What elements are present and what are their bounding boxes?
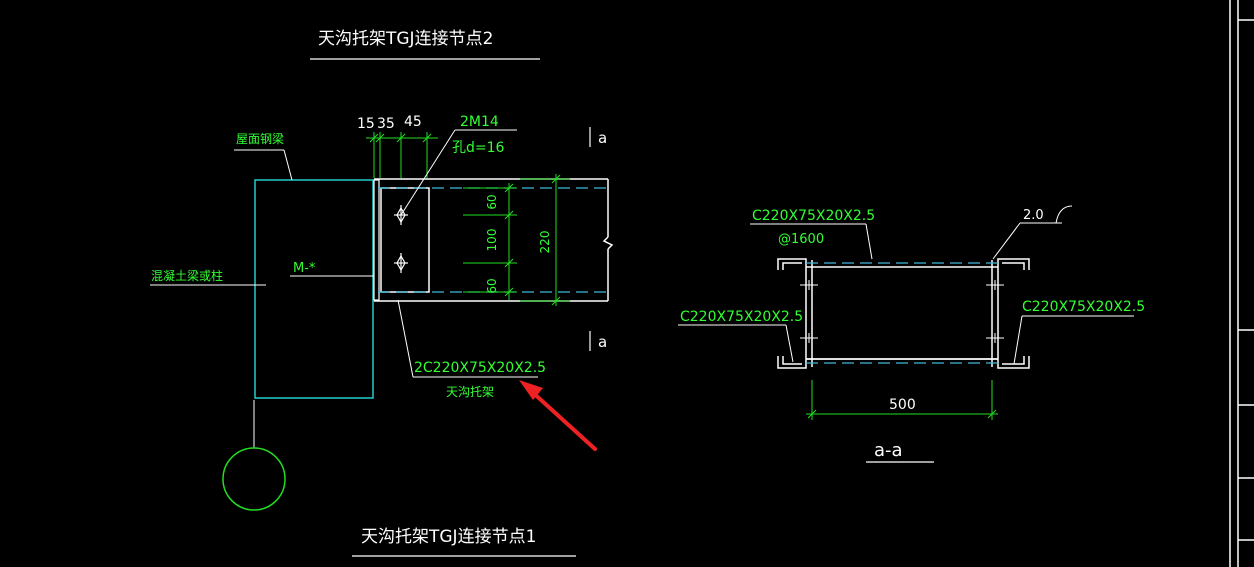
thickness-leader [992,205,1073,260]
column-label: 混凝土梁或柱 [151,268,223,283]
thickness-label: 2.0 [1023,208,1044,223]
dim-right-3: 60 [485,278,499,293]
dim-right-1: 60 [485,194,499,209]
bottom-title-group: 天沟托架TGJ连接节点1 [352,527,576,557]
dim-total: 220 [538,231,552,254]
bolt-symbols [394,205,408,273]
section-channels [777,258,1030,369]
bottom-title: 天沟托架TGJ连接节点1 [361,527,536,547]
dim-top-1: 15 [357,116,375,132]
section-left-leader [678,324,794,363]
top-title: 天沟托架TGJ连接节点2 [318,29,493,49]
section-top-leader [750,223,873,260]
bolt-label: 2M14 [460,114,499,130]
roof-beam-label: 屋面钢梁 [236,131,284,146]
dimension-lines-horizontal [366,132,438,178]
member-leader [397,299,538,378]
plate-label: M-* [293,261,316,276]
top-title-group: 天沟托架TGJ连接节点2 [310,29,540,60]
section-width-dimension [806,380,998,420]
drawing-frame [1229,0,1254,567]
connection-plate [380,187,430,293]
red-arrow-annotation [519,380,597,451]
detail-1: 60 100 60 220 15 35 45 2M14 孔d=16 [150,114,614,511]
section-mark-bottom: a [598,333,607,351]
section-left-label: C220X75X20X2.5 [680,309,803,325]
dim-right-2: 100 [485,229,499,252]
member-sublabel: 天沟托架 [446,385,494,399]
roof-beam-leader [234,149,293,181]
embed-plate [373,179,380,301]
section-width-dim: 500 [889,397,916,413]
section-spacing-label: @1600 [778,232,824,247]
hole-label: 孔d=16 [452,140,505,156]
grid-bubble [222,447,286,511]
section-right-leader [1013,315,1134,365]
section-title: a-a [874,440,903,461]
dim-top-2: 35 [377,116,395,132]
section-mark-top: a [598,129,607,147]
bolt-leader [400,129,517,216]
member-label: 2C220X75X20X2.5 [414,360,546,376]
concrete-column [254,179,374,399]
section-top-label: C220X75X20X2.5 [752,208,875,224]
dimension-lines-vertical [463,174,570,306]
dim-top-3: 45 [404,114,422,130]
section-aa: C220X75X20X2.5 @1600 2.0 C220X75X20X2.5 … [678,205,1145,463]
section-hidden-lines [806,262,998,364]
section-bolts [800,280,1004,343]
section-right-label: C220X75X20X2.5 [1022,299,1145,315]
